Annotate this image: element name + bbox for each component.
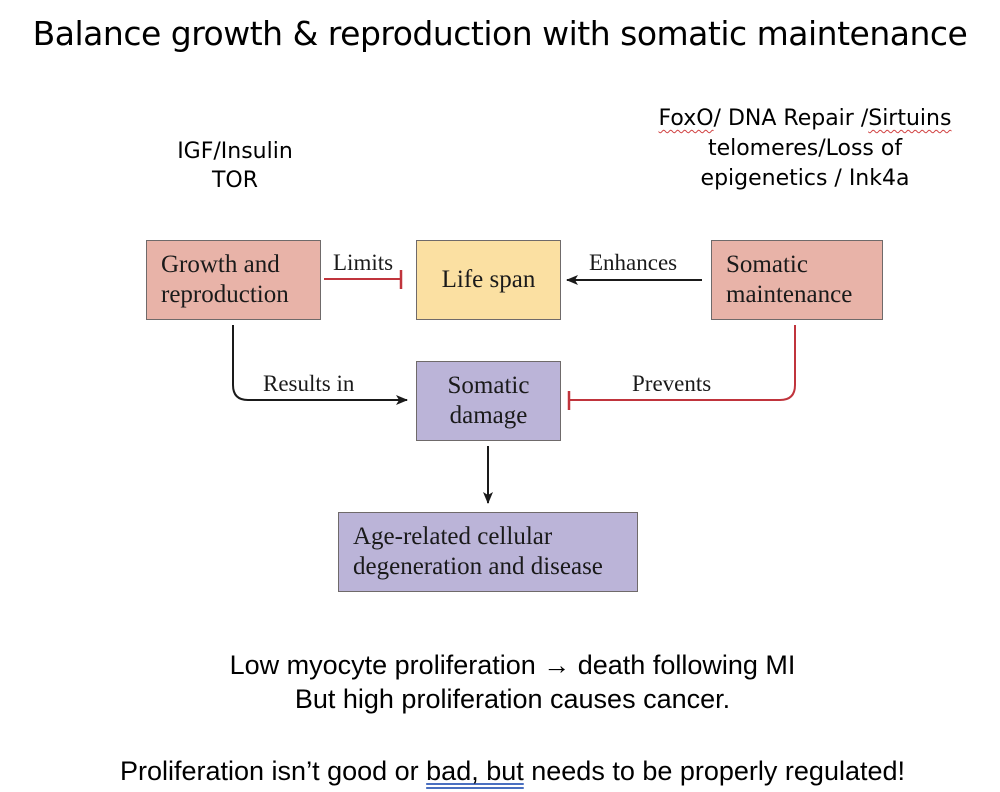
node-somatic-maintenance-line2: maintenance bbox=[726, 281, 853, 308]
growth-pathways-note: IGF/Insulin TOR bbox=[130, 137, 340, 195]
proliferation-note: Low myocyte proliferation → death follow… bbox=[0, 648, 1000, 716]
edge-prevents bbox=[567, 325, 796, 410]
conclusion-note: Proliferation isn’t good or bad, but nee… bbox=[0, 756, 1000, 787]
proliferation-note-line1: Low myocyte proliferation → death follow… bbox=[229, 650, 796, 680]
growth-pathways-line1: IGF/Insulin bbox=[177, 139, 293, 164]
maintenance-pathways-line3: epigenetics / Ink4a bbox=[700, 166, 910, 191]
node-growth-line2: reproduction bbox=[161, 281, 289, 308]
conclusion-underlined: bad, but bbox=[426, 756, 524, 786]
maintenance-pathways-note: FoxO/ DNA Repair /Sirtuins telomeres/Los… bbox=[610, 104, 1000, 194]
node-disease-line2: degeneration and disease bbox=[353, 553, 603, 580]
node-lifespan-label: Life span bbox=[441, 266, 536, 293]
proliferation-note-line2: But high proliferation causes cancer. bbox=[294, 684, 731, 714]
conclusion-part3: needs to be properly regulated! bbox=[523, 756, 906, 786]
maintenance-pathways-line1: FoxO/ DNA Repair /Sirtuins bbox=[610, 104, 1000, 134]
dna-repair-term: / DNA Repair / bbox=[713, 106, 869, 131]
edge-label-results-in: Results in bbox=[263, 371, 355, 396]
node-age-related-disease: Age-related cellular degeneration and di… bbox=[338, 512, 638, 592]
maintenance-pathways-line2: telomeres/Loss of bbox=[707, 136, 903, 161]
sirtuins-term: Sirtuins bbox=[868, 106, 952, 131]
node-growth-reproduction: Growth and reproduction bbox=[146, 240, 321, 320]
foxo-term: FoxO bbox=[658, 106, 714, 131]
edge-label-limits: Limits bbox=[333, 250, 394, 275]
node-disease-line1: Age-related cellular bbox=[353, 523, 553, 550]
edge-results-in bbox=[232, 325, 408, 405]
growth-pathways-line2: TOR bbox=[211, 168, 259, 193]
node-somatic-damage-line2: damage bbox=[449, 402, 528, 429]
node-somatic-damage: Somatic damage bbox=[416, 361, 561, 441]
conclusion-part1: Proliferation isn’t good or bbox=[119, 756, 427, 786]
edge-limits bbox=[324, 270, 403, 289]
edge-label-enhances: Enhances bbox=[589, 250, 678, 275]
node-somatic-maintenance: Somatic maintenance bbox=[711, 240, 883, 320]
node-growth-line1: Growth and bbox=[161, 251, 280, 278]
node-life-span: Life span bbox=[416, 240, 561, 320]
edge-label-prevents: Prevents bbox=[632, 371, 712, 396]
slide-title: Balance growth & reproduction with somat… bbox=[32, 14, 968, 53]
node-somatic-damage-line1: Somatic bbox=[447, 372, 530, 399]
node-somatic-maintenance-line1: Somatic bbox=[726, 251, 808, 278]
